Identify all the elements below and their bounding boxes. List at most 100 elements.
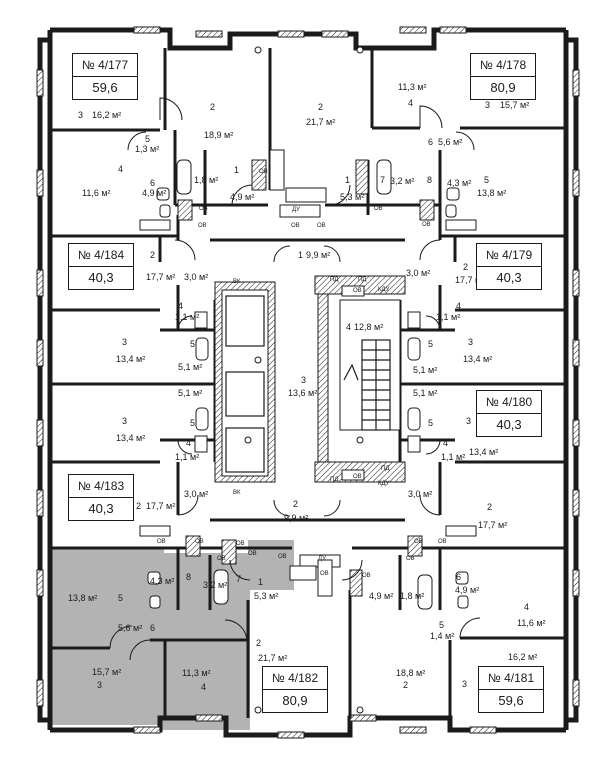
room-label: 4 <box>456 301 461 311</box>
apartment-badge-4-180: № 4/180 40,3 <box>476 390 542 437</box>
room-label: 3,0 м² <box>406 268 430 278</box>
service-label: ОВ <box>362 573 371 579</box>
service-label: ПД <box>330 277 338 283</box>
room-label: 2 <box>487 502 492 512</box>
room-label: 3,2 м² <box>203 580 227 590</box>
apartment-badge-4-184: № 4/184 40,3 <box>68 243 134 290</box>
apartment-area: 80,9 <box>282 693 308 708</box>
room-label: 17,7 м² <box>146 501 175 511</box>
service-label: ВК <box>233 490 241 496</box>
room-label: 13,4 м² <box>116 354 145 364</box>
room-label: 21,7 м² <box>306 117 335 127</box>
room-label: 4 <box>186 438 191 448</box>
apartment-badge-4-179: № 4/179 40,3 <box>476 243 542 290</box>
service-label: ОВ <box>438 539 447 545</box>
service-label: ОВ <box>248 551 257 557</box>
room-label: 4,9 м² <box>369 591 393 601</box>
kitchen-counters <box>139 149 477 597</box>
room-label: 8 <box>186 572 191 582</box>
room-label: 13,6 м² <box>288 388 317 398</box>
room-label: 1,8 м² <box>400 591 424 601</box>
apartment-badge-4-181: № 4/181 59,6 <box>478 666 544 713</box>
room-label: 11,6 м² <box>517 618 546 628</box>
apartment-number: № 4/183 <box>69 475 133 498</box>
room-label: 17,7 м² <box>478 520 507 530</box>
room-label: 5,6 м² <box>438 137 462 147</box>
room-label: 4 <box>408 98 413 108</box>
service-label: ОВ <box>320 571 329 577</box>
apartment-area: 80,9 <box>490 80 516 95</box>
service-label: ПД <box>330 477 338 483</box>
room-label: 5,1 м² <box>413 388 437 398</box>
room-label: 3 <box>485 100 490 110</box>
building-core <box>214 275 406 483</box>
apartment-number: № 4/178 <box>471 54 535 77</box>
room-label: 16,2 м² <box>92 110 121 120</box>
room-label: 2 <box>150 250 155 260</box>
room-label: 5,6 м² <box>118 623 142 633</box>
room-label: 13,4 м² <box>116 433 145 443</box>
room-label: 2 <box>318 102 323 112</box>
apartment-area: 59,6 <box>498 693 524 708</box>
apartment-number: № 4/181 <box>479 667 543 690</box>
room-label: 7 <box>236 574 241 584</box>
apartment-area: 40,3 <box>88 270 114 285</box>
service-label: ОВ <box>198 223 207 229</box>
room-label: 6 <box>456 572 461 582</box>
room-label: 4 <box>524 602 529 612</box>
service-label: ДУ <box>292 207 300 213</box>
room-label: 4,9 м² <box>455 585 479 595</box>
room-label: 17,7 м² <box>146 272 175 282</box>
staircase <box>343 339 391 431</box>
room-label: 13,8 м² <box>477 188 506 198</box>
room-label: 16,2 м² <box>508 652 537 662</box>
room-label: 13,4 м² <box>463 354 492 364</box>
room-label: 3 <box>78 110 83 120</box>
service-label: ВК <box>233 279 241 285</box>
room-label: 1,1 м² <box>436 312 460 322</box>
room-label: 12,8 м² <box>354 322 383 332</box>
service-label: ОВ <box>374 206 383 212</box>
service-label: ОВ <box>259 169 268 175</box>
room-label: 4,9 м² <box>142 188 166 198</box>
room-label: 5 <box>428 418 433 428</box>
door-swings <box>109 97 481 661</box>
service-label: ОВ <box>422 222 431 228</box>
apartment-area: 59,6 <box>92 80 118 95</box>
room-label: 6 <box>150 623 155 633</box>
room-label: 11,3 м² <box>398 82 427 92</box>
apartment-badge-4-183: № 4/183 40,3 <box>68 474 134 521</box>
service-shafts <box>177 159 435 597</box>
room-label: 1,1 м² <box>175 312 199 322</box>
room-label: 3,0 м² <box>408 489 432 499</box>
room-label: 9,9 м² <box>306 250 330 260</box>
room-label: 3 <box>466 416 471 426</box>
room-label: 9,9 м² <box>284 513 308 523</box>
room-label: 3 <box>468 337 473 347</box>
service-label: ПД <box>381 466 389 472</box>
room-label: 15,7 м² <box>92 667 121 677</box>
service-label: ОВ <box>353 474 362 480</box>
room-label: 5,1 м² <box>178 362 202 372</box>
room-label: 18,8 м² <box>396 668 425 678</box>
room-label: 13,4 м² <box>469 447 498 457</box>
apartment-badge-4-182: № 4/182 80,9 <box>262 666 328 713</box>
apartment-area: 40,3 <box>496 417 522 432</box>
apartment-badge-4-177: № 4/177 59,6 <box>72 53 138 100</box>
room-label: 3,0 м² <box>184 489 208 499</box>
service-label: КДУ <box>378 287 390 293</box>
room-label: 5 <box>428 339 433 349</box>
room-label: 1 <box>258 577 263 587</box>
room-label: 6 <box>150 178 155 188</box>
apartment-number: № 4/177 <box>73 54 137 77</box>
room-label: 1,3 м² <box>135 144 159 154</box>
room-label: 17,7 м² <box>455 275 484 285</box>
room-label: 1 <box>234 165 239 175</box>
service-label: ОВ <box>291 223 300 229</box>
room-label: 2 <box>463 262 468 272</box>
room-label: 1 <box>298 250 303 260</box>
room-label: 5 <box>190 339 195 349</box>
room-label: 1,1 м² <box>441 452 465 462</box>
